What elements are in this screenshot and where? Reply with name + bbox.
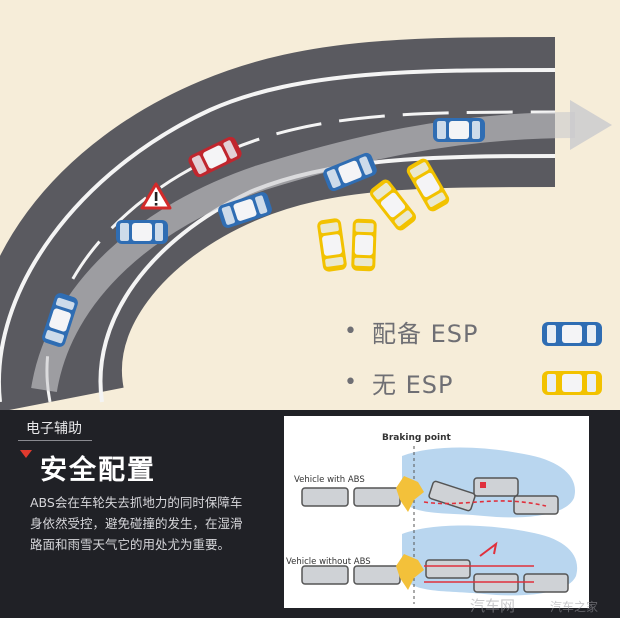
esp-illustration: • 配备 ESP • 无 ESP xyxy=(0,0,620,412)
impact-icon xyxy=(396,476,424,512)
abs-row-without xyxy=(301,541,569,593)
description-line: 身依然受控，避免碰撞的发生，在湿滑 xyxy=(30,516,243,531)
watermark-left: 汽车网 xyxy=(470,597,516,615)
section-description: ABS会在车轮失去抓地力的同时保障车 身依然受控，避免碰撞的发生，在湿滑 路面和… xyxy=(30,492,274,555)
legend-label-with-esp: 配备 ESP xyxy=(372,320,479,348)
warning-triangle-icon xyxy=(140,182,172,210)
abs-section: 电子辅助 安全配置 ABS会在车轮失去抓地力的同时保障车 身依然受控，避免碰撞的… xyxy=(0,410,620,618)
lane-edge-outer xyxy=(0,68,556,402)
with-abs-label: Vehicle with ABS xyxy=(294,475,365,485)
watermark-right: 汽车之家 xyxy=(550,600,599,614)
section-title: 安全配置 xyxy=(40,455,156,486)
direction-arrow-icon xyxy=(570,100,612,150)
legend-yellow-car-icon xyxy=(542,371,602,395)
legend-bullet: • xyxy=(344,319,357,344)
blue-car xyxy=(433,118,485,142)
red-triangle-marker-icon xyxy=(20,450,32,458)
without-abs-label: Vehicle without ABS xyxy=(286,557,371,567)
blue-car xyxy=(116,220,168,244)
esp-curve-scene xyxy=(0,0,620,412)
legend-label-without-esp: 无 ESP xyxy=(372,371,454,399)
description-line: 路面和雨雪天气它的用处尤为重要。 xyxy=(30,537,231,552)
legend-bullet: • xyxy=(344,370,357,395)
legend-with-esp: • 配备 ESP xyxy=(344,314,479,349)
legend-blue-car-icon xyxy=(542,322,602,346)
braking-point-label: Braking point xyxy=(382,433,452,443)
abs-diagram-graphic: Braking point Vehicle with ABS Vehicle w… xyxy=(284,416,589,608)
yellow-car xyxy=(351,218,377,272)
section-category: 电子辅助 xyxy=(26,421,82,437)
abs-diagram: Braking point Vehicle with ABS Vehicle w… xyxy=(284,416,589,608)
legend-without-esp: • 无 ESP xyxy=(344,365,454,400)
divider xyxy=(18,440,92,441)
abs-row-with xyxy=(301,476,559,515)
impact-icon xyxy=(396,554,424,590)
description-line: ABS会在车轮失去抓地力的同时保障车 xyxy=(30,495,243,510)
